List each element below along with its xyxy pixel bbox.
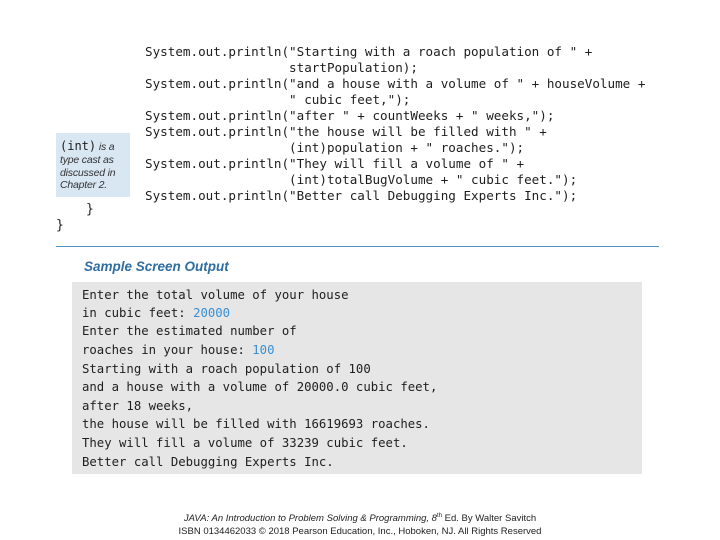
- output-line: Enter the estimated number of: [82, 322, 297, 340]
- code-line: System.out.println("They will fill a vol…: [145, 156, 525, 171]
- output-line: They will fill a volume of 33239 cubic f…: [82, 434, 408, 452]
- inner-closing-brace: }: [86, 202, 94, 217]
- code-line: (int)totalBugVolume + " cubic feet.");: [145, 172, 578, 187]
- output-text: and a house with a volume of 20000.0 cub…: [82, 380, 438, 394]
- output-text: in cubic feet:: [82, 306, 194, 320]
- note-text: Chapter 2.: [60, 179, 108, 191]
- code-line: System.out.println("Better call Debuggin…: [145, 188, 578, 203]
- note-text: is a: [96, 141, 115, 153]
- output-text: Starting with a roach population of 100: [82, 362, 371, 376]
- user-input: 20000: [193, 306, 231, 320]
- output-line: in cubic feet: 20000: [82, 304, 230, 322]
- output-line: Better call Debugging Experts Inc.: [82, 453, 334, 471]
- typecast-note: (int) is a type cast as discussed in Cha…: [56, 133, 130, 197]
- output-line: Starting with a roach population of 100: [82, 360, 371, 378]
- output-text: They will fill a volume of 33239 cubic f…: [82, 436, 408, 450]
- edition-superscript: th: [436, 513, 442, 519]
- note-text: discussed in: [60, 166, 116, 179]
- output-line: after 18 weeks,: [82, 397, 193, 415]
- output-line: roaches in your house: 100: [82, 341, 275, 359]
- output-text: Better call Debugging Experts Inc.: [82, 455, 334, 469]
- output-text: roaches in your house:: [82, 343, 253, 357]
- note-first-line: (int) is a: [60, 135, 126, 154]
- code-line: System.out.println("the house will be fi…: [145, 124, 547, 139]
- user-input: 100: [252, 343, 275, 357]
- code-listing: System.out.println("Starting with a roac…: [0, 42, 720, 232]
- output-text: Enter the estimated number of: [82, 324, 297, 338]
- code-line: System.out.println("Starting with a roac…: [145, 44, 593, 59]
- outer-closing-brace: }: [56, 218, 64, 233]
- output-text: Enter the total volume of your house: [82, 288, 349, 302]
- footer-copyright: ISBN 0134462033 © 2018 Pearson Education…: [178, 526, 542, 537]
- output-line: the house will be filled with 16619693 r…: [82, 415, 430, 433]
- book-title: JAVA: An Introduction to Problem Solving…: [183, 513, 437, 525]
- output-text: after 18 weeks,: [82, 399, 194, 413]
- footer-citation: JAVA: An Introduction to Problem Solving…: [0, 513, 720, 524]
- byline: Ed. By Walter Savitch: [441, 513, 537, 525]
- code-line: System.out.println("after " + countWeeks…: [145, 108, 555, 123]
- code-line: startPopulation);: [145, 60, 418, 75]
- note-code: (int): [60, 139, 97, 153]
- code-line: (int)population + " roaches.");: [145, 140, 525, 155]
- code-line: " cubic feet,");: [145, 92, 411, 107]
- section-title: Sample Screen Output: [84, 259, 229, 274]
- output-line: Enter the total volume of your house: [82, 286, 349, 304]
- note-text: type cast as: [60, 154, 114, 166]
- section-divider: [56, 246, 659, 247]
- output-line: and a house with a volume of 20000.0 cub…: [82, 378, 437, 396]
- output-text: the house will be filled with 16619693 r…: [82, 417, 430, 431]
- sample-output-box: Enter the total volume of your house in …: [72, 282, 642, 474]
- code-line: System.out.println("and a house with a v…: [145, 76, 646, 91]
